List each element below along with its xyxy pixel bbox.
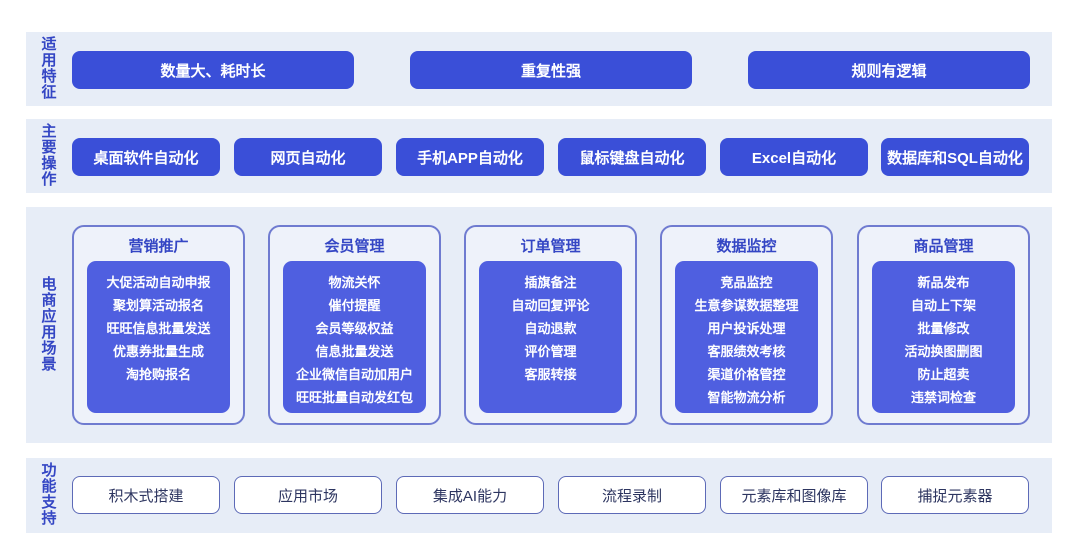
scenario-items-box: 物流关怀催付提醒会员等级权益信息批量发送企业微信自动加用户旺旺批量自动发红包 xyxy=(283,261,426,413)
scenario-item: 旺旺批量自动发红包 xyxy=(295,390,413,405)
support-ai: 集成AI能力 xyxy=(396,476,544,514)
scenario-item: 自动回复评论 xyxy=(511,298,590,313)
support-blocks: 积木式搭建 xyxy=(72,476,220,514)
scenario-item: 企业微信自动加用户 xyxy=(295,367,413,382)
scenario-item: 自动上下架 xyxy=(910,298,976,313)
scenario-item: 插旗备注 xyxy=(524,275,577,290)
support-row: 功能支持 积木式搭建 应用市场 集成AI能力 流程录制 元素库和图像库 捕捉元素… xyxy=(26,458,1052,533)
support-element-library: 元素库和图像库 xyxy=(720,476,868,514)
scenario-item: 会员等级权益 xyxy=(315,321,394,336)
scenario-item: 防止超卖 xyxy=(917,367,970,382)
scenario-item: 淘抢购报名 xyxy=(125,367,191,382)
scenario-item: 客服转接 xyxy=(524,367,577,382)
scenario-item: 新品发布 xyxy=(917,275,970,290)
scenario-item: 聚划算活动报名 xyxy=(112,298,204,313)
scenario-card: 数据监控竞品监控生意参谋数据整理用户投诉处理客服绩效考核渠道价格管控智能物流分析 xyxy=(660,225,833,425)
op-mobile: 手机APP自动化 xyxy=(396,138,544,176)
features-label: 适用特征 xyxy=(41,36,57,101)
scenario-card: 会员管理物流关怀催付提醒会员等级权益信息批量发送企业微信自动加用户旺旺批量自动发… xyxy=(268,225,441,425)
op-database: 数据库和SQL自动化 xyxy=(881,138,1029,176)
feature-repetitive: 重复性强 xyxy=(410,51,692,89)
scenario-items-box: 插旗备注自动回复评论自动退款评价管理客服转接 xyxy=(479,261,622,413)
scenario-item: 评价管理 xyxy=(524,344,577,359)
scenario-card: 营销推广大促活动自动申报聚划算活动报名旺旺信息批量发送优惠券批量生成淘抢购报名 xyxy=(72,225,245,425)
scenario-item: 批量修改 xyxy=(917,321,970,336)
scenario-item: 催付提醒 xyxy=(328,298,381,313)
scenario-item: 用户投诉处理 xyxy=(707,321,786,336)
scenario-item: 智能物流分析 xyxy=(707,390,786,405)
op-desktop: 桌面软件自动化 xyxy=(72,138,220,176)
scenario-item: 信息批量发送 xyxy=(315,344,394,359)
scenarios-row: 电商应用场景 营销推广大促活动自动申报聚划算活动报名旺旺信息批量发送优惠券批量生… xyxy=(26,207,1052,443)
scenario-card-title: 商品管理 xyxy=(913,238,974,255)
feature-volume: 数量大、耗时长 xyxy=(72,51,354,89)
scenario-item: 旺旺信息批量发送 xyxy=(106,321,211,336)
scenario-item: 渠道价格管控 xyxy=(707,367,786,382)
scenario-items-box: 竞品监控生意参谋数据整理用户投诉处理客服绩效考核渠道价格管控智能物流分析 xyxy=(675,261,818,413)
scenario-item: 活动换图删图 xyxy=(904,344,983,359)
scenario-item: 违禁词检查 xyxy=(910,390,976,405)
operations-row: 主要操作 桌面软件自动化 网页自动化 手机APP自动化 鼠标键盘自动化 Exce… xyxy=(26,119,1052,193)
scenario-card: 订单管理插旗备注自动回复评论自动退款评价管理客服转接 xyxy=(464,225,637,425)
scenario-item: 物流关怀 xyxy=(328,275,381,290)
scenario-item: 自动退款 xyxy=(524,321,577,336)
scenarios-label: 电商应用场景 xyxy=(41,276,57,373)
operations-label: 主要操作 xyxy=(41,123,57,188)
scenario-item: 客服绩效考核 xyxy=(707,344,786,359)
feature-logical: 规则有逻辑 xyxy=(748,51,1030,89)
scenario-item: 竞品监控 xyxy=(720,275,773,290)
support-recording: 流程录制 xyxy=(558,476,706,514)
op-mouse-keyboard: 鼠标键盘自动化 xyxy=(558,138,706,176)
scenario-card-title: 订单管理 xyxy=(520,238,581,255)
support-label: 功能支持 xyxy=(41,462,57,527)
op-web: 网页自动化 xyxy=(234,138,382,176)
scenario-item: 大促活动自动申报 xyxy=(106,275,211,290)
features-row: 适用特征 数量大、耗时长 重复性强 规则有逻辑 xyxy=(26,32,1052,106)
scenario-card-title: 会员管理 xyxy=(324,238,385,255)
support-element-capture: 捕捉元素器 xyxy=(881,476,1029,514)
scenario-item: 优惠券批量生成 xyxy=(112,344,204,359)
scenario-items-box: 新品发布自动上下架批量修改活动换图删图防止超卖违禁词检查 xyxy=(872,261,1015,413)
scenario-item: 生意参谋数据整理 xyxy=(694,298,799,313)
scenario-items-box: 大促活动自动申报聚划算活动报名旺旺信息批量发送优惠券批量生成淘抢购报名 xyxy=(87,261,230,413)
scenario-card: 商品管理新品发布自动上下架批量修改活动换图删图防止超卖违禁词检查 xyxy=(857,225,1030,425)
op-excel: Excel自动化 xyxy=(720,138,868,176)
support-market: 应用市场 xyxy=(234,476,382,514)
scenario-card-title: 数据监控 xyxy=(716,238,777,255)
scenario-card-title: 营销推广 xyxy=(128,238,189,255)
